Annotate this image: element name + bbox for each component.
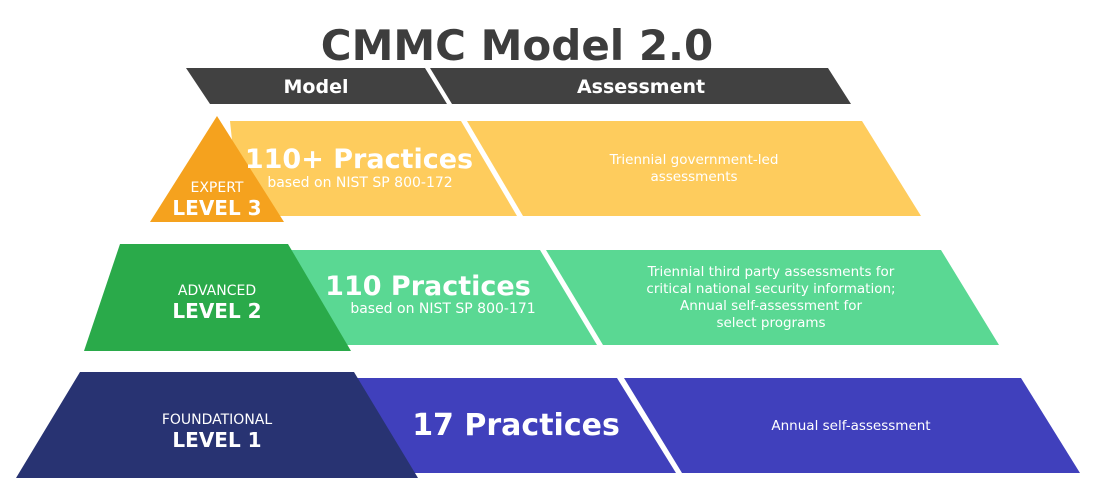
level-1-row: FOUNDATIONAL LEVEL 1 17 Practices Annual… (16, 372, 1080, 478)
level-3-assessment-panel (467, 121, 921, 216)
level-2-trapezoid (84, 244, 351, 351)
model-header: Model (284, 76, 349, 98)
level-2-tier: ADVANCED (178, 283, 256, 299)
level-2-assessment-line: Triennial third party assessments for (647, 264, 895, 280)
level-2-basis: based on NIST SP 800-171 (350, 301, 535, 317)
level-2-label: LEVEL 2 (172, 299, 261, 323)
level-1-tier: FOUNDATIONAL (162, 412, 273, 428)
level-2-practices: 110 Practices (325, 271, 531, 302)
assessment-header: Assessment (577, 76, 705, 98)
level-3-practices-panel (230, 121, 517, 216)
level-2-practices-panel (288, 250, 597, 345)
level-3-tier: EXPERT (191, 180, 244, 196)
level-3-basis: based on NIST SP 800-172 (267, 175, 452, 191)
level-3-practices: 110+ Practices (245, 144, 473, 175)
level-1-trapezoid (16, 372, 418, 478)
level-3-triangle (150, 116, 284, 222)
diagram-title: CMMC Model 2.0 (321, 21, 713, 70)
assessment-header-bar (430, 68, 851, 104)
level-1-assessment-line: Annual self-assessment (771, 418, 930, 434)
model-header-bar (186, 68, 447, 104)
level-2-assessment-panel (546, 250, 999, 345)
level-2-row: ADVANCED LEVEL 2 110 Practices based on … (84, 244, 999, 351)
level-2-assessment-line: critical national security information; (646, 281, 895, 297)
level-2-assessment-line: select programs (716, 315, 825, 331)
level-1-practices-panel (354, 378, 676, 473)
level-1-practices: 17 Practices (412, 408, 620, 443)
level-1-assessment-panel (624, 378, 1080, 473)
level-3-assessment-line: Triennial government-led (609, 152, 779, 168)
level-3-row: EXPERT LEVEL 3 110+ Practices based on N… (150, 116, 921, 222)
level-2-assessment-line: Annual self-assessment for (680, 298, 863, 314)
level-3-label: LEVEL 3 (172, 196, 261, 220)
level-3-assessment-line: assessments (650, 169, 737, 185)
level-1-label: LEVEL 1 (172, 428, 261, 452)
